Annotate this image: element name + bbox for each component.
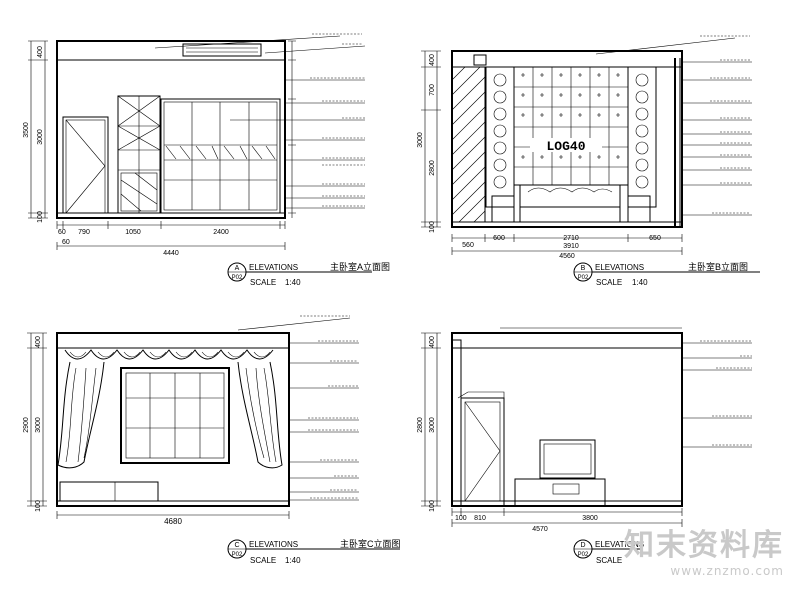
elevation-a-door bbox=[62, 116, 109, 214]
elevation-c-scale-value: 1:40 bbox=[285, 556, 301, 565]
svg-text:810: 810 bbox=[474, 515, 486, 522]
elevation-b-nightstand-right bbox=[627, 195, 651, 223]
svg-text:3000: 3000 bbox=[429, 417, 436, 433]
elevation-d-title-block: D P02 ELEVATIONS SCALE bbox=[573, 539, 644, 565]
elevation-a-dim-2400: 2400 bbox=[213, 229, 229, 236]
svg-text:600: 600 bbox=[493, 235, 505, 242]
svg-text:100: 100 bbox=[429, 221, 436, 233]
elevation-b-annotations bbox=[595, 35, 752, 216]
elevation-a: 400 3000 3500 100 60 790 1050 2400 60 44… bbox=[23, 33, 390, 287]
elevation-b-scale-value: 1:40 bbox=[632, 278, 648, 287]
svg-text:D: D bbox=[580, 542, 585, 549]
elevation-b-scale-label: SCALE bbox=[596, 278, 622, 287]
svg-text:2800: 2800 bbox=[417, 417, 424, 433]
elevation-a-dim-400: 400 bbox=[37, 46, 44, 58]
svg-text:B: B bbox=[581, 265, 586, 272]
elevation-a-dim-3500: 3500 bbox=[23, 122, 30, 138]
svg-text:2800: 2800 bbox=[429, 160, 436, 176]
svg-text:100: 100 bbox=[429, 500, 436, 512]
elevation-b-view-label: ELEVATIONS bbox=[595, 263, 644, 272]
elevation-c-curtain-valance bbox=[64, 349, 274, 360]
elevation-a-view-label: ELEVATIONS bbox=[249, 263, 298, 272]
svg-text:P02: P02 bbox=[578, 552, 589, 558]
elevation-c: 400 3000 2900 100 4680 C P02 ELEVATIONS … bbox=[23, 315, 401, 565]
svg-text:400: 400 bbox=[35, 336, 42, 348]
watermark: 知末资料库 www.znzmo.com bbox=[624, 520, 784, 578]
svg-text:3000: 3000 bbox=[35, 417, 42, 433]
svg-text:P02: P02 bbox=[578, 275, 589, 281]
elevation-b: LOG40 400 700 3000 2800 100 560 600 2710… bbox=[417, 35, 760, 287]
svg-text:400: 400 bbox=[429, 336, 436, 348]
elevation-d-tv bbox=[539, 439, 596, 479]
svg-text:C: C bbox=[234, 542, 239, 549]
svg-text:2710: 2710 bbox=[563, 235, 579, 242]
elevation-c-window-bench bbox=[59, 481, 159, 502]
elevation-a-total-width: 4440 bbox=[163, 250, 179, 257]
elevation-c-wall-outline bbox=[56, 332, 290, 507]
elevation-c-view-label: ELEVATIONS bbox=[249, 540, 298, 549]
elevation-c-title-block: C P02 ELEVATIONS 主卧室C立面图 SCALE 1:40 bbox=[227, 538, 401, 565]
elevation-d-annotations bbox=[500, 327, 752, 448]
svg-text:P02: P02 bbox=[232, 552, 243, 558]
svg-text:100: 100 bbox=[35, 500, 42, 512]
elevation-a-wall-outline bbox=[56, 40, 286, 219]
svg-text:3000: 3000 bbox=[417, 132, 424, 148]
elevation-a-dim-100: 100 bbox=[37, 211, 44, 223]
elevation-a-dim-790: 790 bbox=[78, 229, 90, 236]
elevation-d-total-width: 4570 bbox=[532, 526, 548, 533]
elevation-a-dim-1050: 1050 bbox=[125, 229, 141, 236]
elevation-c-scale-label: SCALE bbox=[250, 556, 276, 565]
elevation-c-curtain-right bbox=[237, 361, 283, 469]
elevation-a-dim-3000: 3000 bbox=[37, 129, 44, 145]
elevation-d-wall-outline bbox=[451, 332, 683, 507]
svg-text:100: 100 bbox=[455, 515, 467, 522]
elevation-a-wardrobe bbox=[160, 98, 281, 214]
elevation-c-title: 主卧室C立面图 bbox=[340, 538, 401, 549]
elevation-d-tv-cabinet bbox=[514, 478, 606, 507]
elevation-a-dim-60: 60 bbox=[58, 229, 66, 236]
svg-text:A: A bbox=[235, 265, 240, 272]
elevation-d-side-column bbox=[451, 339, 462, 507]
elevation-b-title: 主卧室B立面图 bbox=[688, 261, 748, 272]
svg-text:400: 400 bbox=[429, 54, 436, 66]
elevation-c-total-width: 4680 bbox=[164, 517, 182, 526]
elevation-d-wardrobe bbox=[460, 397, 505, 507]
elevation-b-light bbox=[473, 54, 487, 66]
svg-text:650: 650 bbox=[649, 235, 661, 242]
svg-text:2900: 2900 bbox=[23, 417, 30, 433]
elevation-a-annotations bbox=[154, 33, 366, 209]
svg-text:3910: 3910 bbox=[563, 243, 579, 250]
elevation-d-view-label: ELEVATIONS bbox=[595, 540, 644, 549]
svg-text:560: 560 bbox=[462, 242, 474, 249]
elevation-b-nightstand-left bbox=[491, 195, 515, 223]
elevation-a-scale-label: SCALE bbox=[250, 278, 276, 287]
elevation-a-title-block: A P02 ELEVATIONS 主卧室A立面图 SCALE 1:40 bbox=[227, 261, 390, 287]
svg-text:700: 700 bbox=[429, 84, 436, 96]
watermark-url: www.znzmo.com bbox=[670, 564, 784, 578]
elevation-a-air-conditioner bbox=[182, 43, 262, 57]
elevation-d: 400 3000 2800 100 100 810 3800 4570 D P0… bbox=[417, 327, 752, 565]
elevation-b-wall-sign: LOG40 bbox=[546, 139, 585, 154]
svg-text:P02: P02 bbox=[232, 275, 243, 281]
elevation-a-dim-60b: 60 bbox=[62, 239, 70, 246]
watermark-brand: 知末资料库 bbox=[624, 528, 784, 563]
svg-text:3800: 3800 bbox=[582, 515, 598, 522]
elevation-c-window bbox=[120, 367, 230, 464]
elevation-b-total-width: 4560 bbox=[559, 253, 575, 260]
elevation-d-scale-label: SCALE bbox=[596, 556, 622, 565]
elevation-b-side-wall bbox=[451, 66, 486, 223]
elevation-b-title-block: B P02 ELEVATIONS 主卧室B立面图 SCALE 1:40 bbox=[573, 261, 760, 287]
elevation-c-curtain-left bbox=[57, 361, 105, 469]
elevation-a-scale-value: 1:40 bbox=[285, 278, 301, 287]
elevation-c-annotations bbox=[237, 315, 359, 501]
elevation-a-title: 主卧室A立面图 bbox=[330, 261, 390, 272]
